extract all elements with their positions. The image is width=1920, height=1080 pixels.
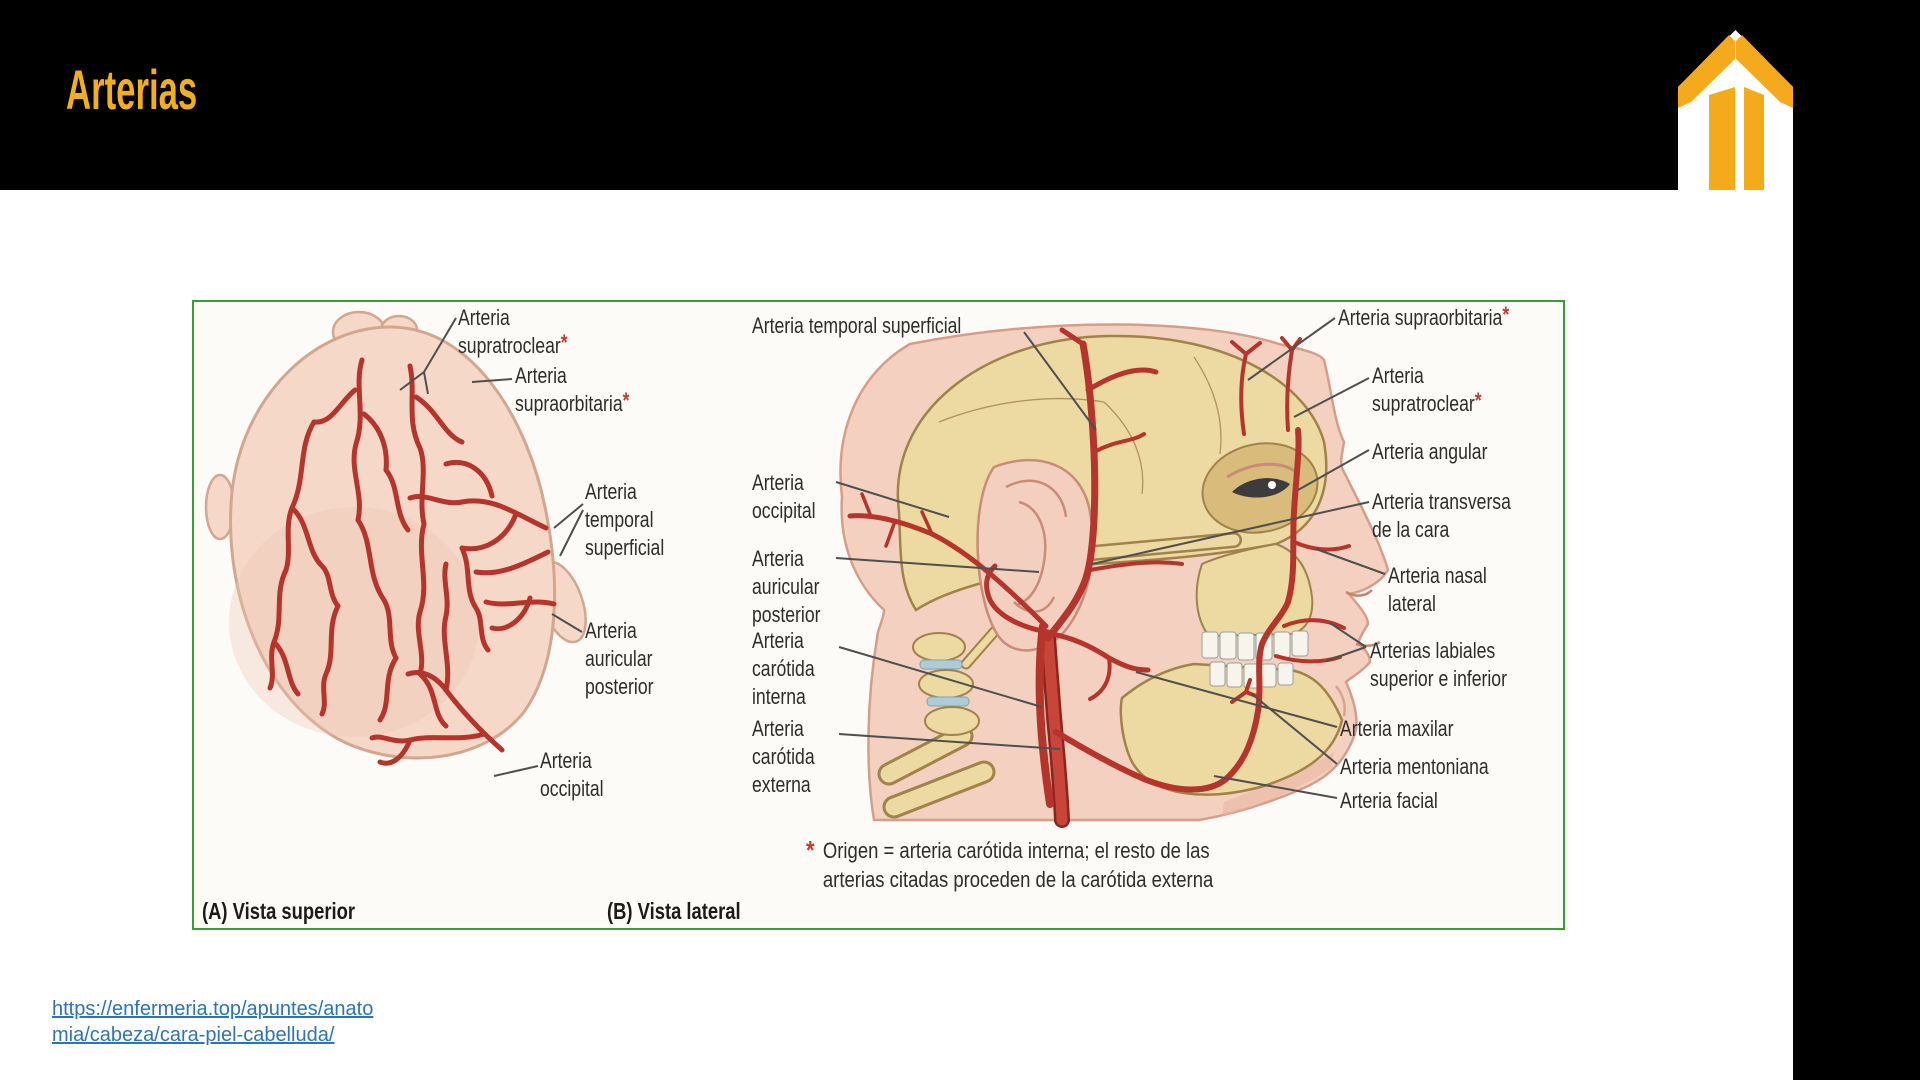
- label-arteria-transversa-de-la-cara: Arteria transversa de la cara: [1372, 489, 1511, 542]
- label-arteria-maxilar: Arteria maxilar: [1340, 716, 1454, 741]
- label-arteria-facial: Arteria facial: [1340, 788, 1438, 813]
- anatomy-artwork: [204, 310, 1390, 828]
- label-arteria-auricular-posterior-a: Arteria auricular posterior: [585, 618, 654, 699]
- header-bar: [0, 0, 1793, 190]
- label-arteria-supratroclear-a: Arteria supratroclear*: [458, 305, 568, 358]
- label-arteria-supratroclear-b: Arteria supratroclear*: [1372, 363, 1482, 416]
- asterisk: *: [1502, 302, 1510, 327]
- label-arteria-auricular-posterior-b: Arteria auricular posterior: [752, 546, 821, 627]
- origin-footnote: *Origen = arteria carótida interna; el r…: [806, 835, 1214, 893]
- caption-vista-lateral: (B) Vista lateral: [607, 898, 741, 924]
- label-arteria-carotida-interna: Arteria carótida interna: [752, 628, 815, 709]
- label-arteria-supraorbitaria-b: Arteria supraorbitaria*: [1338, 302, 1510, 330]
- double-up-arrows-logo-icon: [1678, 30, 1793, 260]
- label-arteria-angular: Arteria angular: [1372, 439, 1488, 464]
- leader-lines: [399, 317, 1386, 799]
- label-arteria-temporal-superficial-b: Arteria temporal superficial: [752, 313, 962, 338]
- label-arteria-nasal-lateral: Arteria nasal lateral: [1388, 563, 1487, 616]
- panel-a-artwork: [204, 310, 587, 766]
- label-arteria-temporal-superficial-a: Arteria temporal superficial: [585, 479, 665, 560]
- right-black-strip: [1793, 0, 1920, 1080]
- label-arteria-occipital-b: Arteria occipital: [752, 470, 816, 523]
- anatomy-figure: Arteria supratroclear* Arteria supraorbi…: [192, 300, 1565, 930]
- asterisk: *: [1474, 388, 1482, 413]
- asterisk: *: [622, 388, 630, 413]
- panel-b-artwork: [839, 323, 1390, 828]
- caption-vista-superior: (A) Vista superior: [202, 898, 356, 924]
- asterisk: *: [560, 330, 568, 355]
- page-title: Arterias: [66, 58, 198, 121]
- source-url-link[interactable]: https://enfermeria.top/apuntes/anato mia…: [52, 998, 374, 1046]
- label-arteria-supraorbitaria-a: Arteria supraorbitaria*: [515, 363, 630, 416]
- label-arterias-labiales: Arterias labiales superior e inferior: [1370, 638, 1507, 691]
- label-arteria-carotida-externa: Arteria carótida externa: [752, 716, 815, 797]
- footnote-asterisk: *: [806, 835, 815, 865]
- ear: [976, 458, 1095, 652]
- panel-a-arteries: [267, 357, 557, 766]
- label-arteria-occipital-a: Arteria occipital: [540, 748, 604, 801]
- panel-b-arteries: [847, 327, 1351, 828]
- label-arteria-mentoniana: Arteria mentoniana: [1340, 754, 1489, 779]
